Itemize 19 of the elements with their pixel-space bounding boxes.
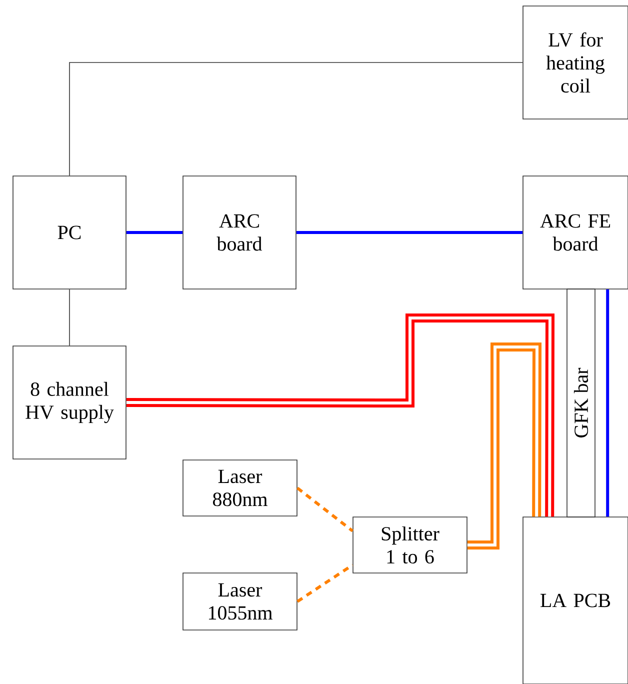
- component-box: ARC board: [182, 176, 296, 290]
- cable-line: [126, 231, 183, 234]
- connector-line: [69, 289, 70, 346]
- cable-line: [126, 314, 554, 517]
- cable-line: [296, 231, 523, 234]
- component-box: Laser 880nm: [182, 460, 298, 516]
- fiber-line: [296, 486, 354, 532]
- cable-line: [467, 342, 542, 550]
- component-box: LV for heating coil: [522, 6, 628, 120]
- component-box: 8 channel HV supply: [12, 346, 126, 460]
- component-box: PC: [12, 176, 126, 290]
- cable-line: [606, 289, 610, 517]
- component-box: ARC FE board: [522, 176, 628, 290]
- fiber-line: [296, 564, 354, 603]
- component-box: Splitter 1 to 6: [352, 516, 468, 574]
- component-box: LA PCB: [522, 516, 628, 684]
- label-bar: GFK bar: [566, 288, 596, 518]
- component-box: Laser 1055nm: [182, 572, 298, 630]
- connector-line: [69, 62, 523, 176]
